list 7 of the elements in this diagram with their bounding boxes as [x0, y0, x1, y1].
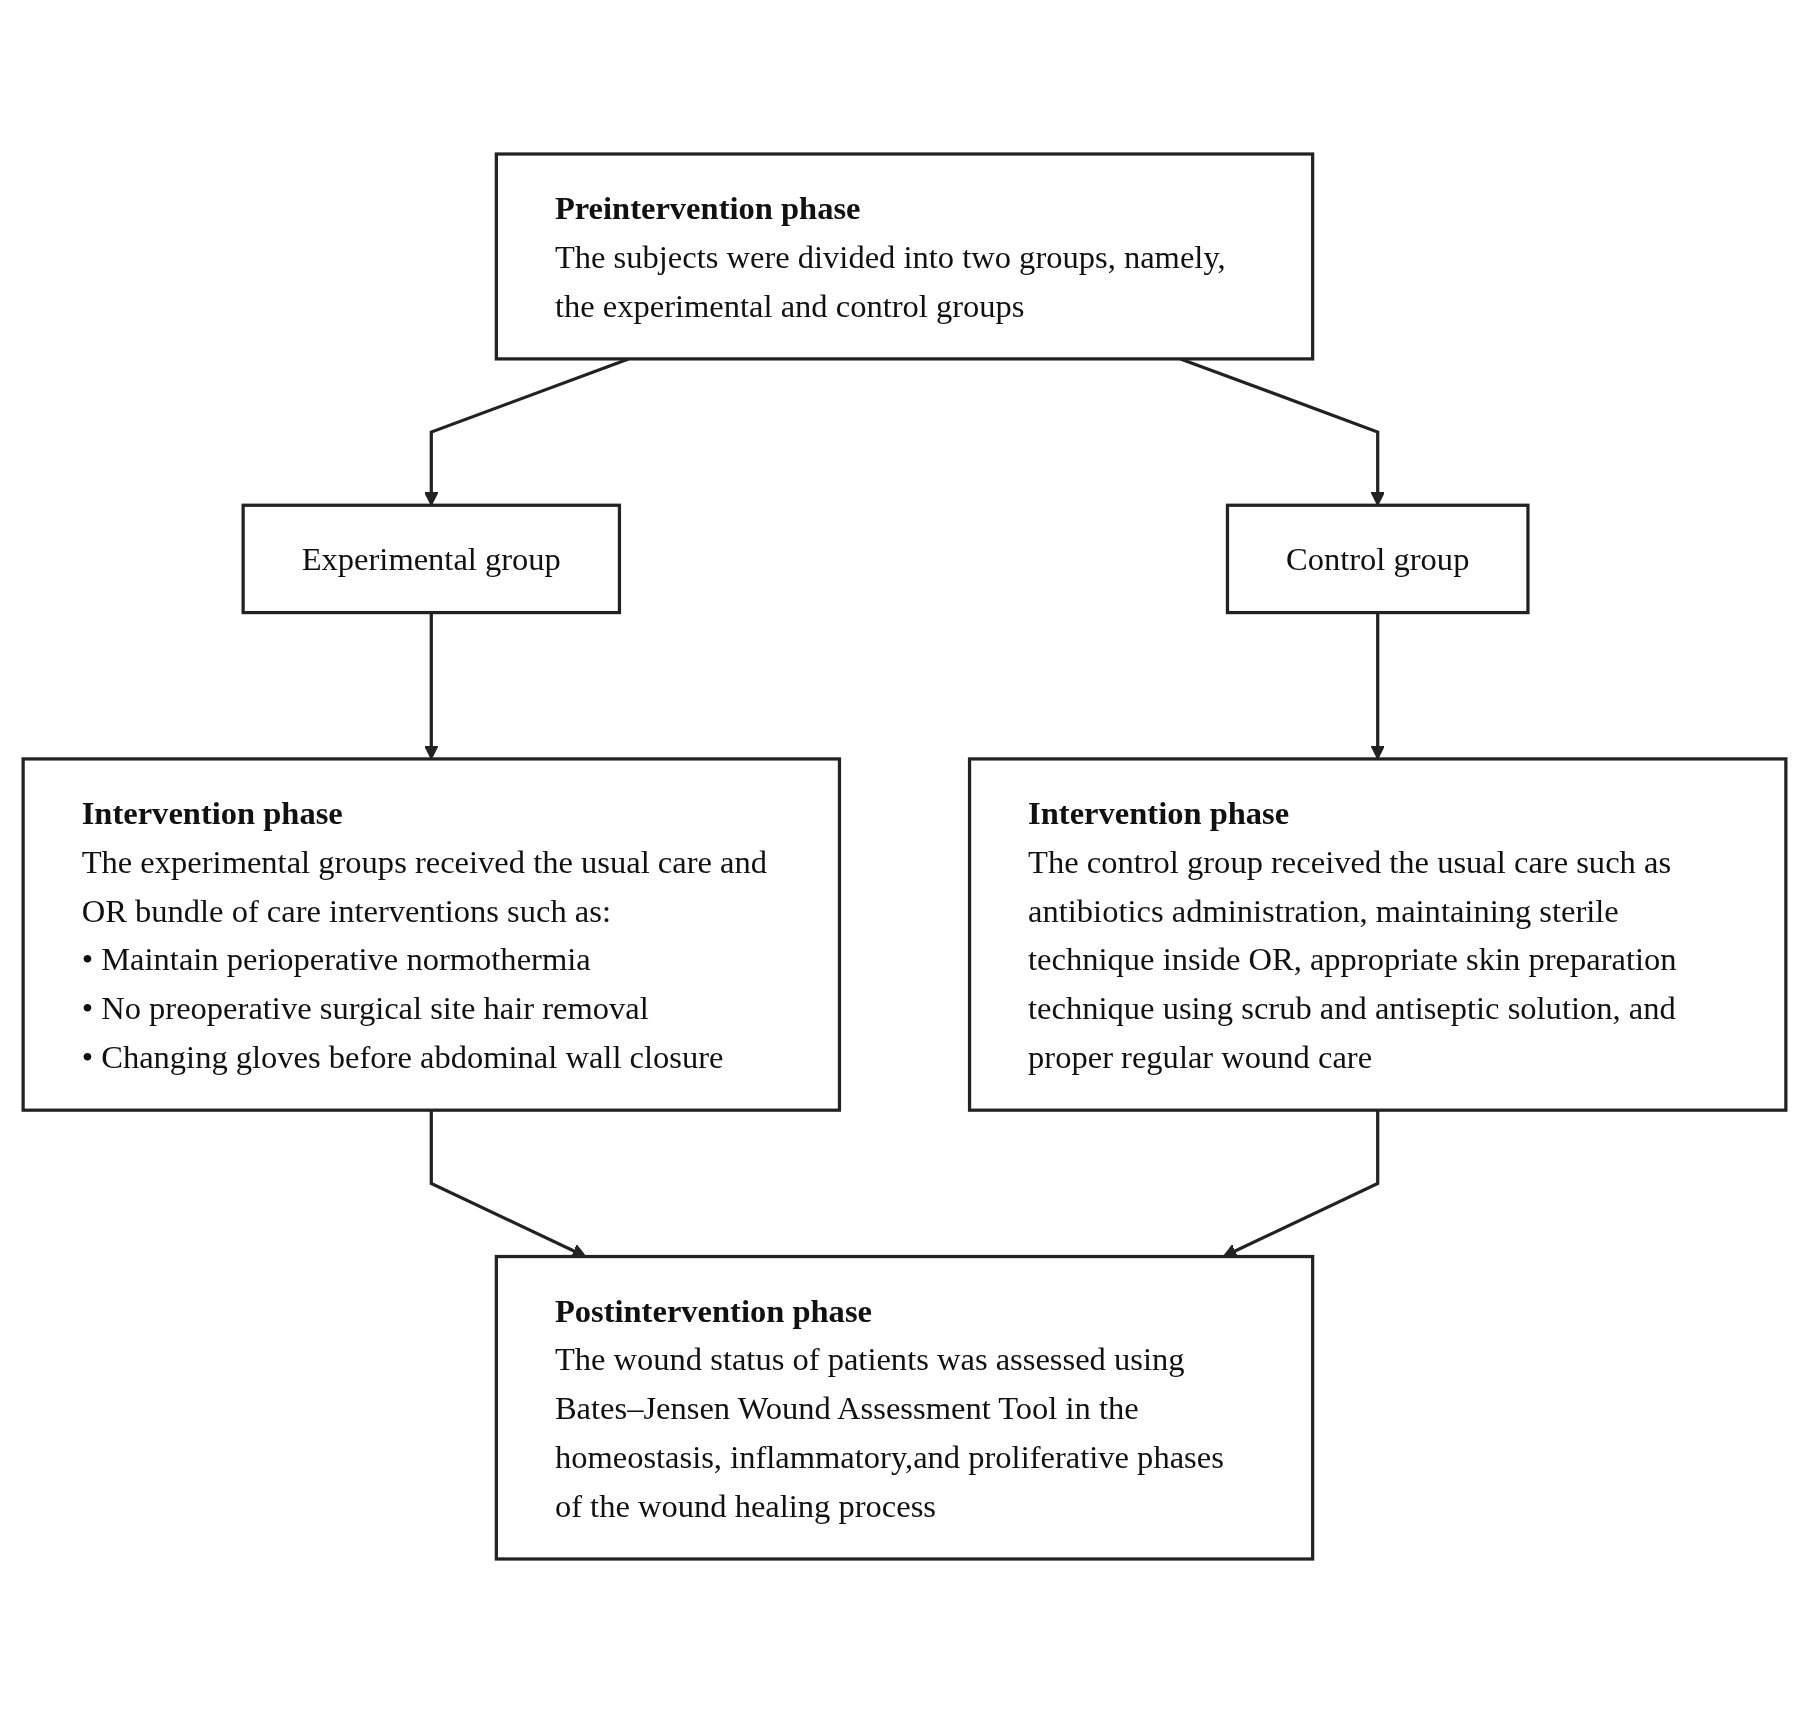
node-box — [241, 503, 622, 615]
node-box — [494, 152, 1315, 361]
node-box — [1225, 503, 1530, 615]
flowchart: Preintervention phase The subjects were divided into two groups, namely, the experimental and control groups Experimental group Control group Intervention phase The experimental groups received the usual care and OR bundle of care interventions such as: • Maintain perioperative normothermia • No preoperative surgical site hair removal • Changing gloves before abdominal wall closure Intervention phase The control group received the usual care such as antibiotics administration, maintaining sterile technique inside OR, appropriate skin preparation technique using scrub and antiseptic solution, and proper regular wound care Postintervention phase The wound status of patients was assessed using Bates–Jensen Wound Assessment Tool in the homeostasis, inflammatory,and proliferative phases of the wound healing process — [10, 141, 1799, 1572]
node-box — [967, 757, 1788, 1112]
node-box — [494, 1254, 1315, 1561]
node-box — [21, 757, 842, 1112]
